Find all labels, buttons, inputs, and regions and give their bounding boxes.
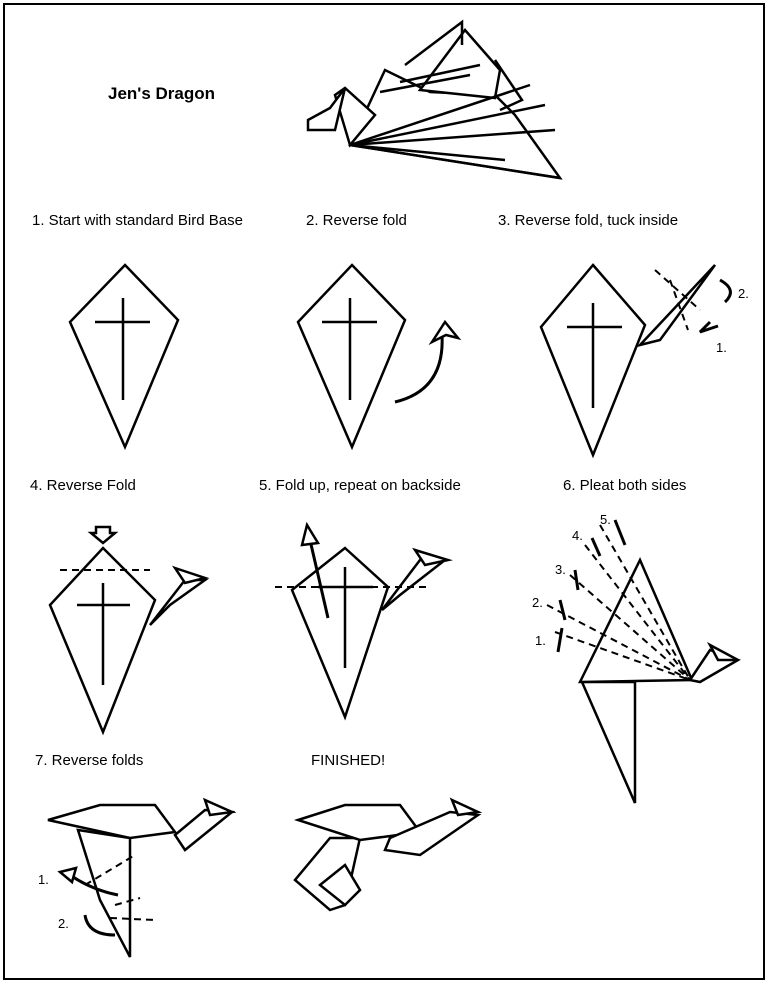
step7-mark-2: 2. bbox=[58, 916, 69, 931]
step6-label: 6. Pleat both sides bbox=[563, 477, 687, 494]
step7-drawing bbox=[47, 797, 237, 958]
step2-kite bbox=[296, 263, 407, 451]
step5-label: 5. Fold up, repeat on backside bbox=[259, 477, 461, 494]
step4-label: 4. Reverse Fold bbox=[30, 477, 136, 494]
step6-mark-1: 1. bbox=[535, 633, 546, 648]
finished-dragon-drawing bbox=[293, 797, 483, 912]
step4-kite bbox=[48, 525, 210, 736]
step6-mark-4: 4. bbox=[572, 528, 583, 543]
step7-mark-1: 1. bbox=[38, 872, 49, 887]
step6-pleat-drawing bbox=[546, 519, 741, 804]
step3-mark-2: 2. bbox=[738, 286, 749, 301]
step2-fold-arrow bbox=[394, 319, 462, 404]
step1-label: 1. Start with standard Bird Base bbox=[32, 212, 243, 229]
page-title: Jen's Dragon bbox=[108, 84, 216, 103]
finished-label: FINISHED! bbox=[311, 752, 386, 769]
step3-kite bbox=[539, 263, 732, 459]
step6-mark-5: 5. bbox=[600, 512, 611, 527]
step3-label: 3. Reverse fold, tuck inside bbox=[498, 212, 679, 229]
hero-dragon-drawing bbox=[306, 19, 563, 180]
step6-mark-2: 2. bbox=[532, 595, 543, 610]
page-border bbox=[3, 3, 765, 980]
step7-label: 7. Reverse folds bbox=[35, 752, 144, 769]
step5-kite bbox=[275, 521, 453, 721]
step6-mark-3: 3. bbox=[555, 562, 566, 577]
step3-mark-1: 1. bbox=[716, 340, 727, 355]
step2-label: 2. Reverse fold bbox=[306, 212, 407, 229]
step1-kite bbox=[68, 263, 180, 451]
